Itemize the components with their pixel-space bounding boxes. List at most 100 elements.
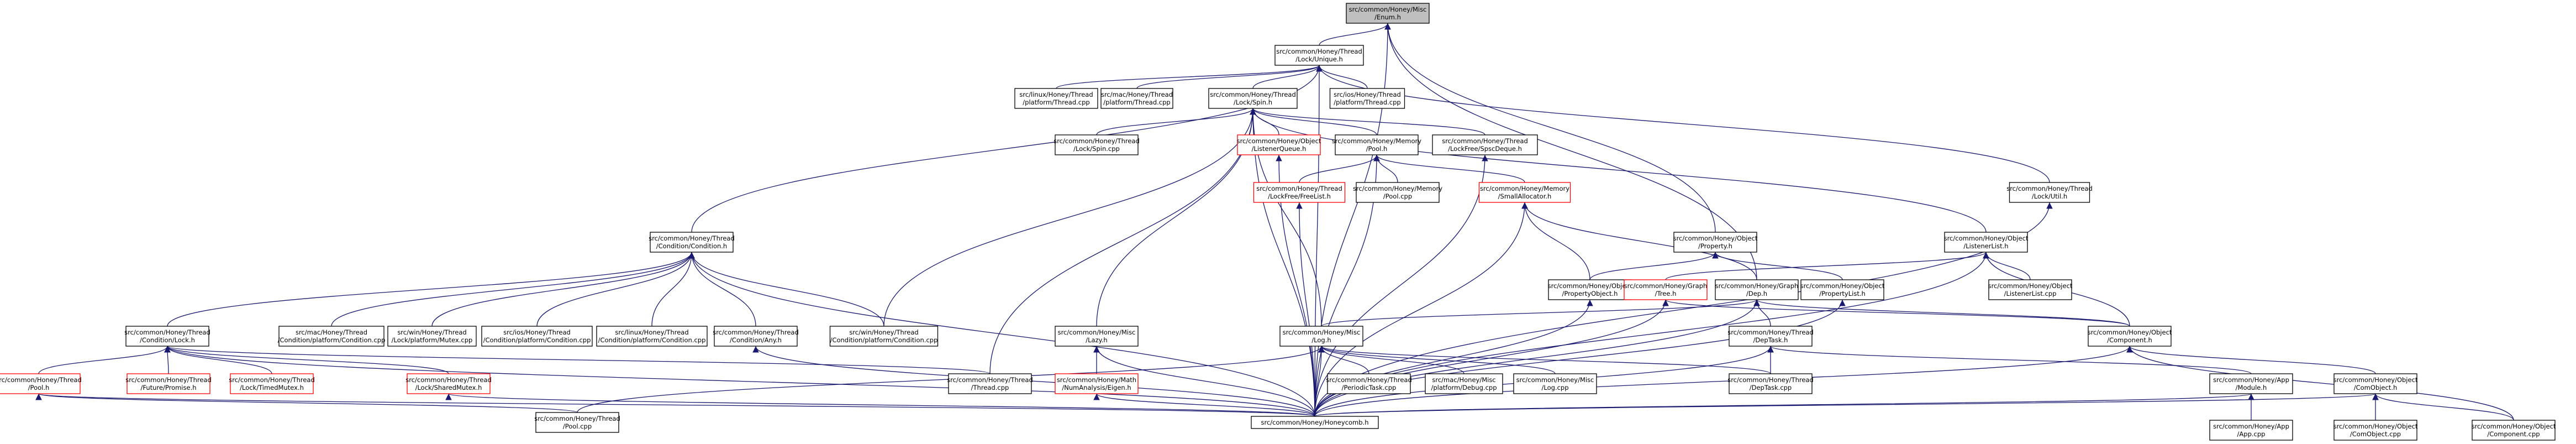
node-label-line: /PropertyList.h (1819, 290, 1866, 297)
node-smallalloc[interactable]: src/common/Honey/Memory/SmallAllocator.h (1478, 182, 1571, 203)
edge-condition-condany (688, 252, 756, 327)
node-unique[interactable]: src/common/Honey/Thread/Lock/Unique.h (1274, 45, 1364, 66)
node-label-line: /DepTask.h (1753, 336, 1788, 344)
node-comobjectcpp[interactable]: src/common/Honey/Object/ComObject.cpp (2333, 420, 2418, 441)
node-macdebug[interactable]: src/mac/Honey/Misc/platform/Debug.cpp (1425, 373, 1503, 394)
node-box (1251, 416, 1379, 429)
node-periodictask[interactable]: src/common/Honey/Thread/PeriodicTask.cpp (1326, 373, 1412, 394)
node-lockutil[interactable]: src/common/Honey/Thread/Lock/Util.h (2006, 182, 2093, 203)
node-label-line: /ListenerList.cpp (2004, 290, 2057, 297)
node-listenerlist[interactable]: src/common/Honey/Object/ListenerList.h (1944, 232, 2029, 253)
node-label-line: /Thread.cpp (971, 384, 1009, 391)
node-label-line: /NumAnalysis/Eigen.h (1062, 384, 1131, 391)
node-wincond[interactable]: src/win/Honey/Thread/Condition/platform/… (829, 326, 939, 347)
node-enum[interactable]: src/common/Honey/Misc/Enum.h (1346, 3, 1430, 24)
edge-condition-wincond (688, 252, 884, 327)
edge-condition-maccond (331, 252, 695, 327)
node-winmutex[interactable]: src/win/Honey/Thread/Lock/platform/Mutex… (387, 326, 477, 347)
node-label-line: /Condition/platform/Condition.cpp (278, 336, 386, 344)
node-condany[interactable]: src/common/Honey/Thread/Condition/Any.h (713, 326, 799, 347)
node-label-line: src/common/Honey/Misc (1349, 6, 1427, 13)
node-sharedmutex[interactable]: src/common/Honey/Thread/Lock/SharedMutex… (405, 373, 492, 394)
node-threadcpp[interactable]: src/common/Honey/Thread/Thread.cpp (947, 373, 1033, 394)
node-label-line: src/common/Honey/Thread (1727, 328, 1814, 336)
node-linuxthread[interactable]: src/linux/Honey/Thread/platform/Thread.c… (1014, 88, 1098, 109)
node-condition[interactable]: src/common/Honey/Thread/Condition/Condit… (649, 232, 735, 253)
node-dep[interactable]: src/common/Honey/Graph/Dep.h (1715, 279, 1799, 300)
node-label-line: /Lock/TimedMutex.h (240, 384, 304, 391)
node-linuxcond[interactable]: src/linux/Honey/Thread/Condition/platfor… (596, 326, 708, 347)
node-box (1513, 373, 1597, 394)
node-label-line: /LockFree/SpscDeque.h (1448, 145, 1522, 153)
node-numanalysis[interactable]: src/common/Honey/Math/NumAnalysis/Eigen.… (1055, 373, 1139, 394)
node-label-line: src/common/Honey/Object (1673, 234, 1758, 242)
edge-freelist-honeycomb (1296, 202, 1315, 417)
edge-smallalloc-propertyobject (1521, 202, 1590, 280)
node-label-line: /Log.cpp (1542, 384, 1569, 391)
node-logcpp[interactable]: src/common/Honey/Misc/Log.cpp (1513, 373, 1597, 394)
node-box (829, 326, 939, 347)
node-label-line: src/mac/Honey/Misc (1432, 376, 1495, 384)
node-deptask[interactable]: src/common/Honey/Thread/DepTask.h (1727, 326, 1814, 347)
edge-component-componentcpp (2126, 346, 2514, 421)
node-listenerlistcpp[interactable]: src/common/Honey/Object/ListenerList.cpp (1988, 279, 2073, 300)
node-label-line: /Enum.h (1374, 13, 1401, 21)
node-macthread[interactable]: src/mac/Honey/Thread/platform/Thread.cpp (1100, 88, 1173, 109)
node-comobject[interactable]: src/common/Honey/Object/ComObject.h (2333, 373, 2418, 394)
node-label-line: /Condition/Lock.h (140, 336, 195, 344)
node-label-line: src/common/Honey/Misc (1283, 328, 1361, 336)
node-label-line: src/common/Honey/Thread (0, 376, 82, 384)
node-componentcpp[interactable]: src/common/Honey/Object/Component.cpp (2472, 420, 2556, 441)
node-threadpool[interactable]: src/common/Honey/Thread/Pool.h (0, 373, 82, 394)
node-label-line: /Component.cpp (2487, 430, 2540, 438)
node-maccond[interactable]: src/mac/Honey/Thread/Condition/platform/… (278, 326, 386, 347)
node-appcpp[interactable]: src/common/Honey/App/App.cpp (2209, 420, 2293, 441)
node-lazy[interactable]: src/common/Honey/Misc/Lazy.h (1055, 326, 1139, 347)
node-spincpp[interactable]: src/common/Honey/Thread/Lock/Spin.cpp (1053, 134, 1140, 155)
node-iosthread[interactable]: src/ios/Honey/Thread/platform/Thread.cpp (1329, 88, 1405, 109)
node-propertylist[interactable]: src/common/Honey/Object/PropertyList.h (1800, 279, 1885, 300)
node-poolthreadcpp[interactable]: src/common/Honey/Thread/Pool.cpp (534, 412, 620, 433)
node-component[interactable]: src/common/Honey/Object/Component.h (2088, 326, 2172, 347)
node-log[interactable]: src/common/Honey/Misc/Log.h (1279, 326, 1363, 347)
node-propertyobject[interactable]: src/common/Honey/Object/PropertyObject.h (1548, 279, 1632, 300)
node-condlock[interactable]: src/common/Honey/Thread/Condition/Lock.h (124, 326, 210, 347)
node-label-line: /ComObject.cpp (2350, 430, 2401, 438)
edge-mempool-poolcpp (1373, 154, 1398, 183)
node-label-line: src/common/Honey/Thread (1276, 48, 1362, 55)
node-tree[interactable]: src/common/Honey/Graph/Tree.h (1624, 279, 1708, 300)
edge-condlock-threadpool (38, 346, 171, 374)
edge-dep-honeycomb (1314, 299, 1760, 417)
edge-log-honeycomb (1314, 346, 1325, 417)
edge-spin-threadcpp (989, 108, 1256, 374)
node-label-line: /Dep.h (1746, 290, 1767, 297)
node-freelist[interactable]: src/common/Honey/Thread/LockFree/FreeLis… (1253, 182, 1346, 203)
node-ioscond[interactable]: src/ios/Honey/Thread/Condition/platform/… (481, 326, 593, 347)
node-module[interactable]: src/common/Honey/App/Module.h (2209, 373, 2293, 394)
node-box (2472, 420, 2556, 441)
edge-dep-component (1753, 299, 2130, 327)
node-poolcpp[interactable]: src/common/Honey/Memory/Pool.cpp (1353, 182, 1442, 203)
edge-unique-iosthread (1316, 65, 1368, 89)
node-box (1014, 88, 1098, 109)
node-timedmutex[interactable]: src/common/Honey/Thread/Lock/TimedMutex.… (229, 373, 315, 394)
edge-smallalloc-dep (1521, 202, 1757, 280)
edge-comobject-componentcpp (2372, 393, 2514, 421)
node-mempool[interactable]: src/common/Honey/Memory/Pool.h (1332, 134, 1421, 155)
node-label-line: /Tree.h (1655, 290, 1677, 297)
node-label-line: src/common/Honey/Math (1057, 376, 1136, 384)
node-box (650, 232, 734, 253)
node-listenerqueue[interactable]: src/common/Honey/Object/ListenerQueue.h (1237, 134, 1321, 155)
node-spin[interactable]: src/common/Honey/Thread/Lock/Spin.h (1208, 88, 1298, 109)
node-box (278, 326, 384, 347)
edge-tree-component (1662, 299, 2130, 327)
edge-lockfreespscdeque-honeycomb (1314, 154, 1488, 417)
node-label-line: src/common/Honey/Thread (1256, 185, 1342, 192)
node-futurepromise[interactable]: src/common/Honey/Thread/Future/Promise.h (125, 373, 212, 394)
node-lockfreespscdeque[interactable]: src/common/Honey/Thread/LockFree/SpscDeq… (1432, 134, 1538, 155)
edge-condition-linuxcond (651, 252, 695, 327)
node-box (1055, 373, 1139, 394)
node-honeycomb[interactable]: src/common/Honey/Honeycomb.h (1251, 416, 1379, 429)
node-deptaskcpp[interactable]: src/common/Honey/Thread/DepTask.cpp (1727, 373, 1814, 394)
node-property[interactable]: src/common/Honey/Object/Property.h (1673, 232, 1758, 253)
